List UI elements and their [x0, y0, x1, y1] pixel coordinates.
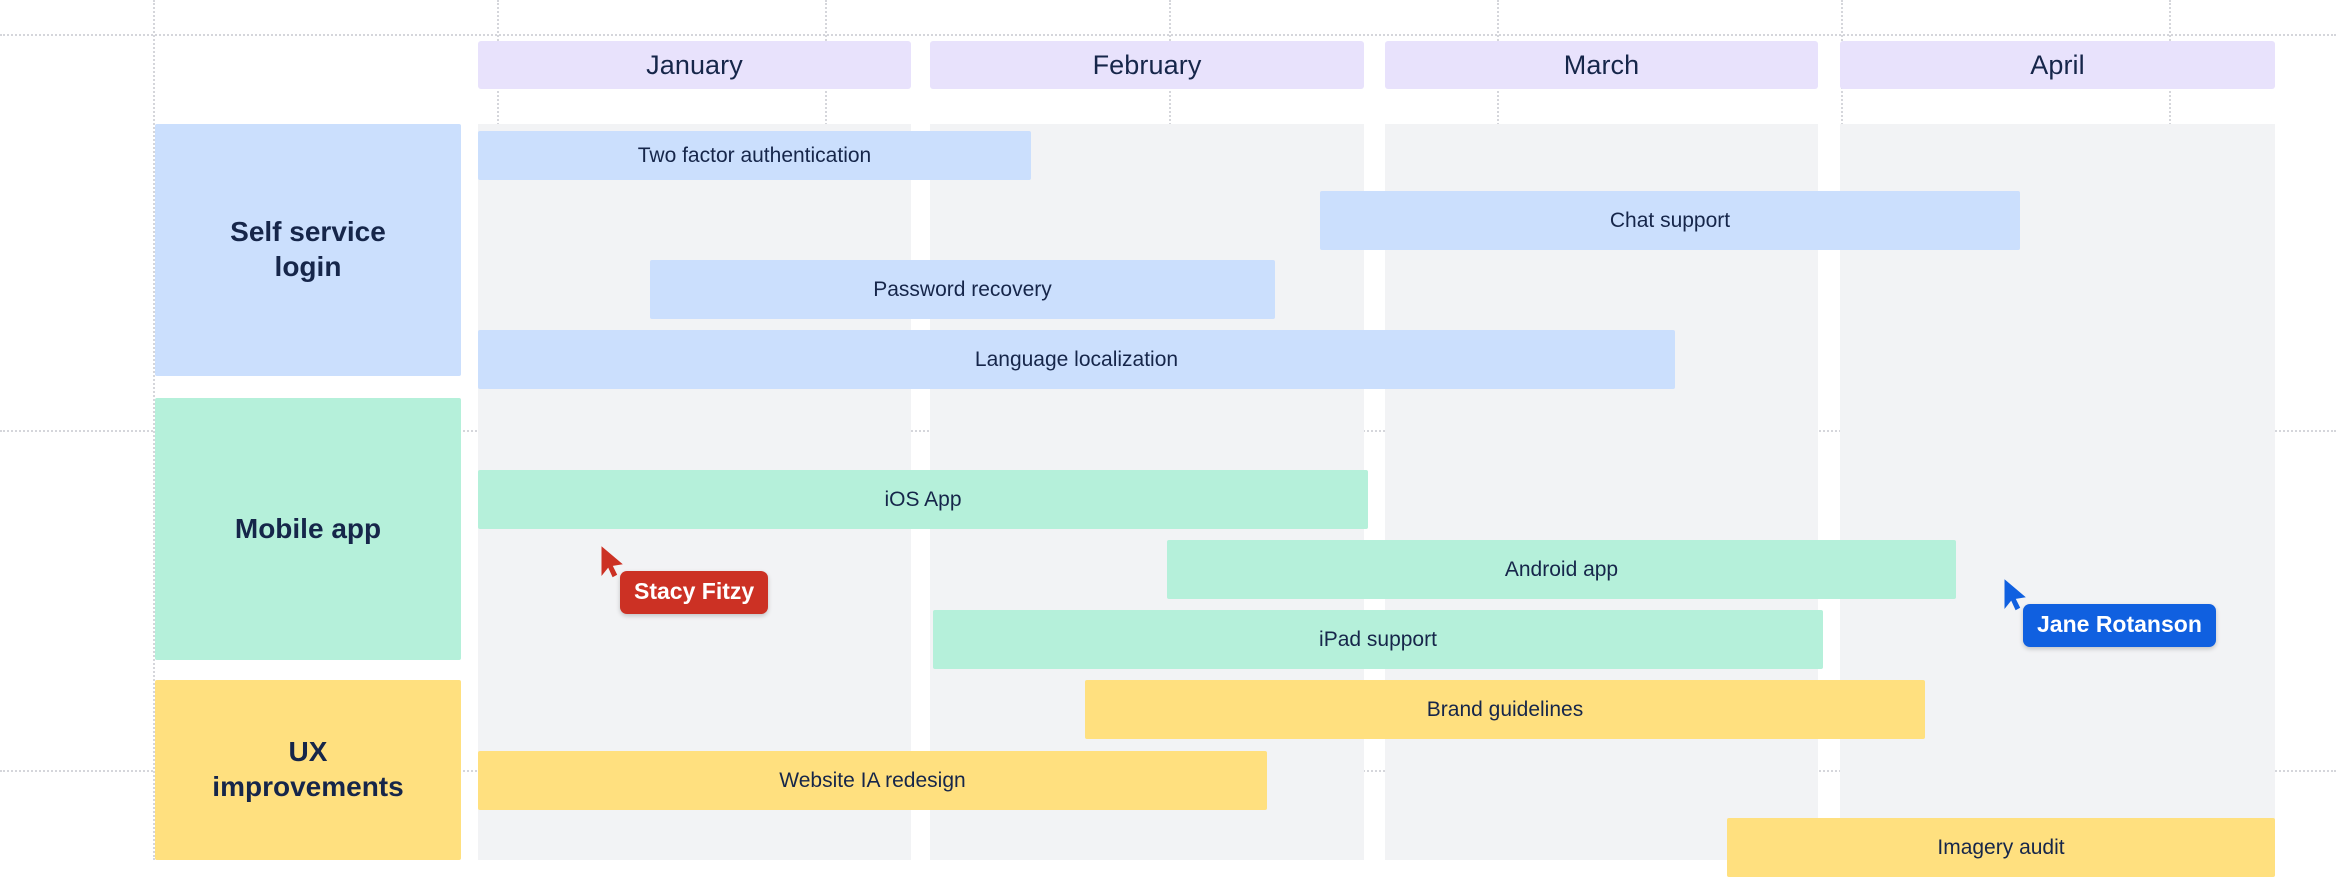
- task-bar[interactable]: iPad support: [933, 610, 1823, 669]
- month-header-april[interactable]: April: [1840, 41, 2275, 89]
- swimlane-label-text: Mobile app: [234, 512, 382, 544]
- task-bar-label: Imagery audit: [1937, 835, 2065, 859]
- task-bar[interactable]: Password recovery: [650, 260, 1275, 319]
- swimlane-label-text: Self service login: [230, 216, 386, 282]
- swimlane-label-self-service-login[interactable]: Self service login: [155, 124, 461, 376]
- month-header-label: March: [1563, 49, 1640, 80]
- task-bar[interactable]: Two factor authentication: [478, 131, 1031, 180]
- task-bar-label: Language localization: [974, 347, 1179, 371]
- month-header-label: April: [2030, 49, 2085, 80]
- task-bar-label: Chat support: [1609, 208, 1731, 232]
- swimlane-label-mobile-app[interactable]: Mobile app: [155, 398, 461, 660]
- task-bar[interactable]: Chat support: [1320, 191, 2020, 250]
- swimlane-label-ux-improvements[interactable]: UX improvements: [155, 680, 461, 860]
- month-header-label: January: [646, 49, 743, 80]
- cursor-arrow-icon: [600, 545, 626, 584]
- collaborator-cursor-name: Stacy Fitzy: [620, 571, 769, 614]
- task-bar-label: Password recovery: [873, 277, 1052, 301]
- month-header-february[interactable]: February: [930, 41, 1364, 89]
- month-header-march[interactable]: March: [1385, 41, 1818, 89]
- task-bar-label: Website IA redesign: [779, 768, 966, 792]
- task-bar[interactable]: iOS App: [478, 470, 1368, 529]
- task-bar[interactable]: Imagery audit: [1727, 818, 2275, 877]
- month-header-label: February: [1092, 49, 1202, 80]
- task-bar-label: iPad support: [1319, 627, 1437, 651]
- task-bar[interactable]: Website IA redesign: [478, 751, 1267, 810]
- task-bar-label: Brand guidelines: [1426, 697, 1584, 721]
- month-header-january[interactable]: January: [478, 41, 911, 89]
- task-bar[interactable]: Language localization: [478, 330, 1675, 389]
- task-bar-label: Two factor authentication: [637, 143, 872, 167]
- task-bar-label: Android app: [1504, 557, 1619, 581]
- task-bar[interactable]: Brand guidelines: [1085, 680, 1925, 739]
- cursor-arrow-icon: [2003, 578, 2029, 617]
- task-bar[interactable]: Android app: [1167, 540, 1956, 599]
- collaborator-cursor-name: Jane Rotanson: [2023, 604, 2216, 647]
- task-bar-label: iOS App: [884, 487, 962, 511]
- guide-line-horizontal-0: [0, 34, 2336, 36]
- swimlane-label-text: UX improvements: [212, 736, 404, 802]
